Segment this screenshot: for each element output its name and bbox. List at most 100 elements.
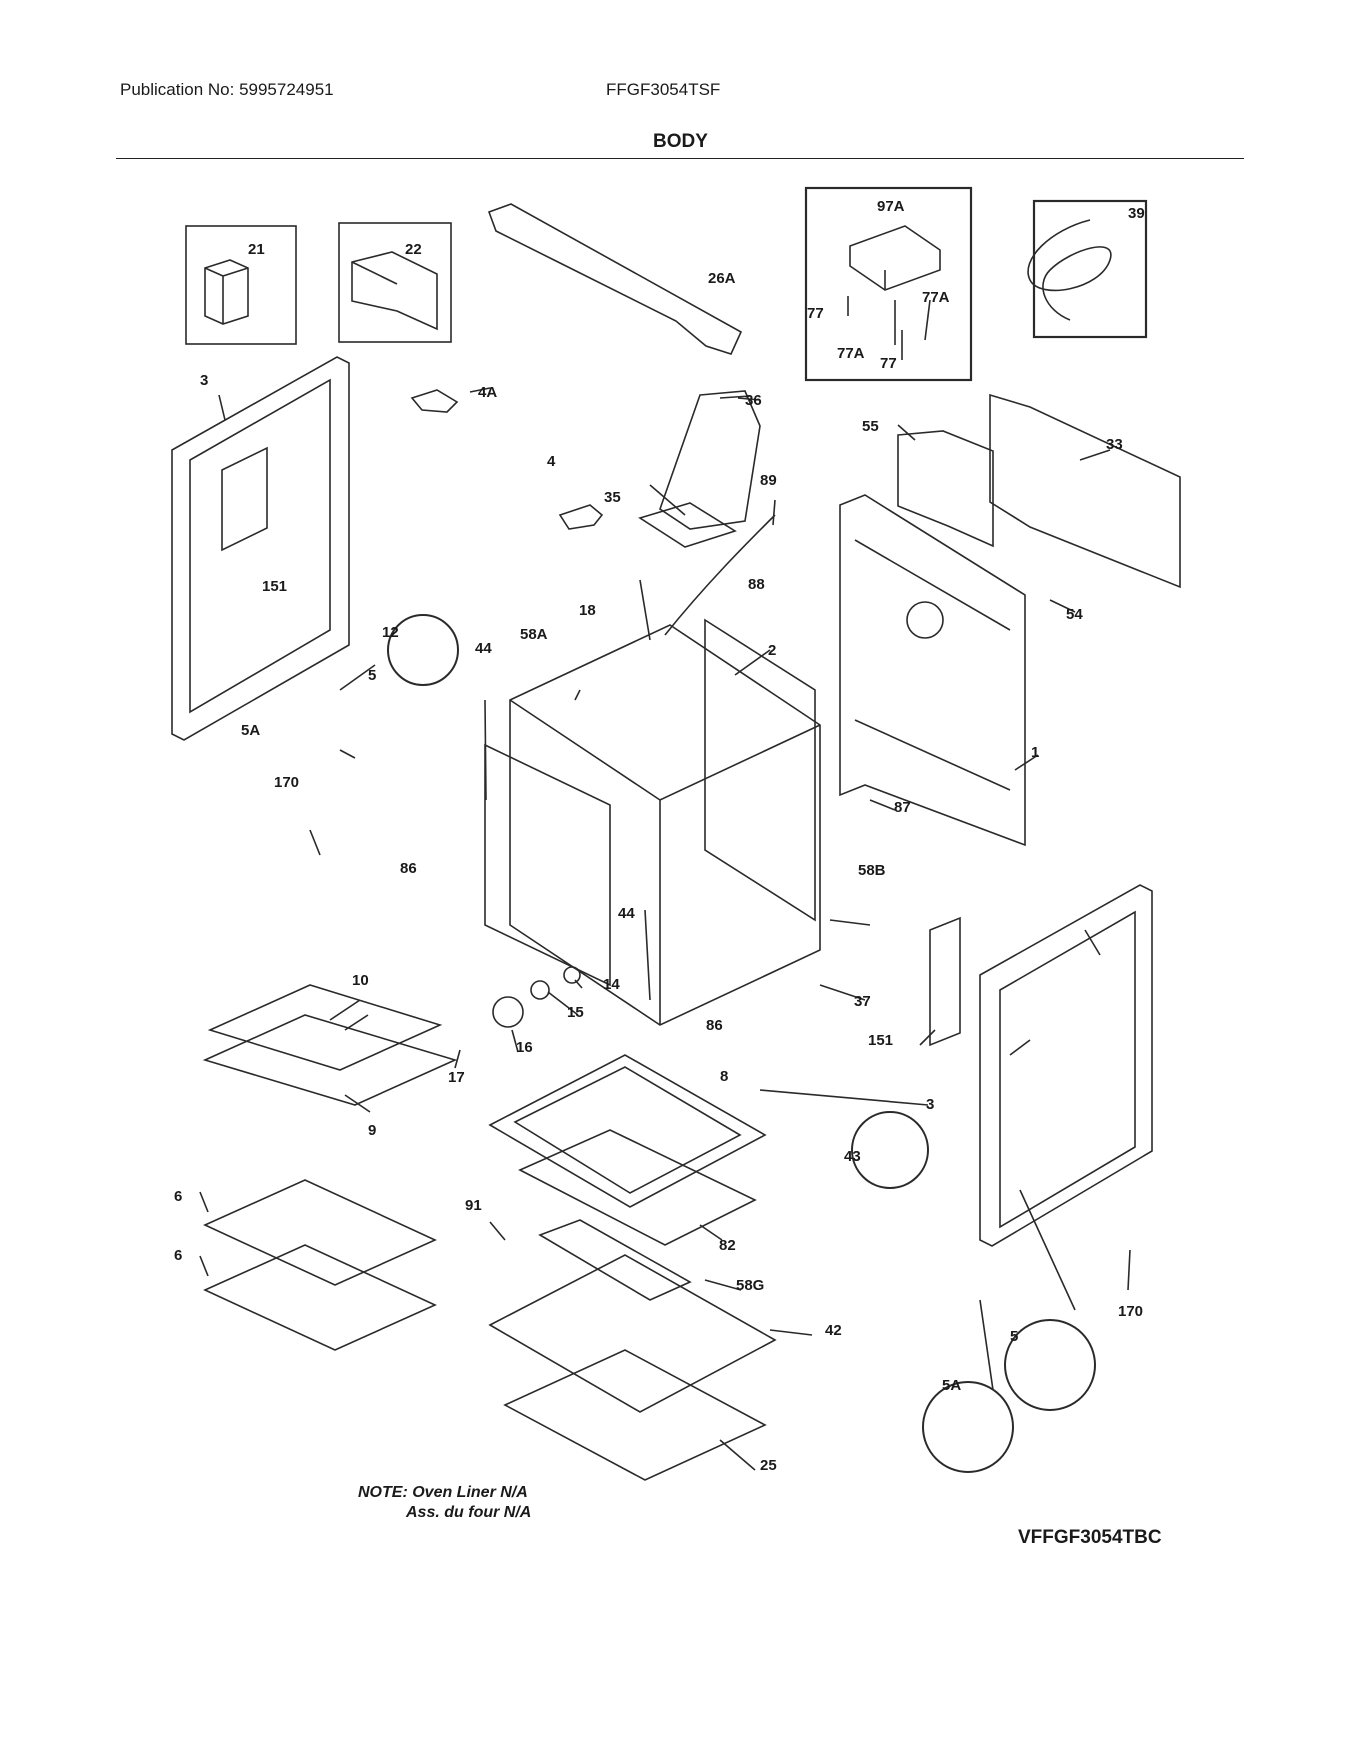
part-55-shape — [897, 430, 994, 548]
part-77a-2-shape — [924, 299, 931, 341]
part-label-39: 39 — [1128, 205, 1145, 222]
inset-circle-12 — [387, 614, 459, 686]
part-label-18: 18 — [579, 602, 596, 619]
inset-box-97a — [804, 186, 973, 382]
part-58b-shape — [704, 618, 816, 922]
part-label-97a: 97A — [877, 198, 905, 215]
part-6-upper-shape — [203, 1179, 437, 1286]
part-label-5: 5 — [368, 667, 376, 684]
part-label-170: 170 — [274, 774, 299, 791]
part-label-82: 82 — [719, 1237, 736, 1254]
part-1-shape — [839, 494, 1026, 847]
inset-box-21 — [185, 225, 297, 345]
part-33-shape — [989, 393, 1181, 589]
diagram-code: VFFGF3054TBC — [1018, 1527, 1162, 1548]
part-16-shape — [492, 996, 524, 1028]
part-15-shape — [530, 980, 550, 1000]
part-4-shape — [558, 504, 604, 530]
inset-circle-5 — [1004, 1319, 1096, 1411]
part-label-44: 44 — [475, 640, 492, 657]
part-label-3: 3 — [926, 1096, 934, 1113]
header-rule — [116, 158, 1244, 159]
note-line-1: NOTE: Oven Liner N/A — [358, 1484, 528, 1501]
part-label-5a: 5A — [241, 722, 260, 739]
part-label-77a: 77A — [837, 345, 865, 362]
part-label-4a: 4A — [478, 384, 497, 401]
part-label-35: 35 — [604, 489, 621, 506]
model-number: FFGF3054TSF — [606, 80, 721, 99]
part-label-15: 15 — [567, 1004, 584, 1021]
part-label-22: 22 — [405, 241, 422, 258]
part-21-shape — [204, 259, 249, 325]
part-22-shape — [351, 251, 438, 331]
inset-box-22 — [338, 222, 452, 343]
part-6-lower-shape — [203, 1244, 437, 1351]
part-label-10: 10 — [352, 972, 369, 989]
part-label-33: 33 — [1106, 436, 1123, 453]
part-label-170: 170 — [1118, 1303, 1143, 1320]
part-label-4: 4 — [547, 453, 556, 470]
part-label-9: 9 — [368, 1122, 376, 1139]
part-97a-shape — [849, 225, 941, 291]
part-1-hole — [906, 601, 944, 639]
part-label-151: 151 — [262, 578, 287, 595]
part-label-58a: 58A — [520, 626, 548, 643]
part-151-right-shape — [929, 916, 961, 1047]
part-label-5: 5 — [1010, 1328, 1018, 1345]
part-label-14: 14 — [603, 976, 620, 993]
part-label-36: 36 — [745, 392, 762, 409]
part-label-37: 37 — [854, 993, 871, 1010]
part-3-left-shape — [171, 356, 350, 741]
part-8-shape — [488, 1054, 767, 1208]
part-label-151: 151 — [868, 1032, 893, 1049]
part-42-shape — [488, 1254, 777, 1413]
part-label-3: 3 — [200, 372, 208, 389]
part-label-5a: 5A — [942, 1377, 961, 1394]
part-10-9-shape — [202, 984, 458, 1106]
part-3-right-shape — [979, 884, 1153, 1247]
part-label-77: 77 — [807, 305, 824, 322]
part-label-58g: 58G — [736, 1277, 764, 1294]
part-label-6: 6 — [174, 1188, 182, 1205]
part-58g-shape — [538, 1219, 692, 1301]
part-25-shape — [503, 1349, 767, 1481]
part-label-44: 44 — [618, 905, 635, 922]
part-label-6: 6 — [174, 1247, 182, 1264]
part-label-16: 16 — [516, 1039, 533, 1056]
part-26a-shape — [487, 203, 743, 355]
part-82-shape — [518, 1129, 757, 1246]
inset-circle-5a — [922, 1381, 1014, 1473]
publication-number: Publication No: 5995724951 — [120, 80, 334, 99]
part-label-55: 55 — [862, 418, 879, 435]
part-label-21: 21 — [248, 241, 265, 258]
section-title: BODY — [653, 131, 708, 152]
part-14-shape — [563, 966, 581, 984]
part-58a-shape — [509, 624, 821, 1026]
part-label-12: 12 — [382, 624, 399, 641]
oven-opening-shape — [484, 743, 611, 987]
part-4a-shape — [410, 389, 459, 413]
part-151-left-shape — [221, 446, 268, 552]
part-label-26a: 26A — [708, 270, 736, 287]
part-label-43: 43 — [844, 1148, 861, 1165]
part-label-89: 89 — [760, 472, 777, 489]
part-39-shape — [1027, 219, 1112, 321]
inset-circle-43 — [851, 1111, 929, 1189]
part-label-42: 42 — [825, 1322, 842, 1339]
note-line-2: Ass. du four N/A — [406, 1504, 532, 1521]
inset-box-39 — [1032, 199, 1148, 339]
part-label-1: 1 — [1031, 744, 1039, 761]
part-label-91: 91 — [465, 1197, 482, 1214]
part-88-shape — [664, 514, 776, 636]
part-label-54: 54 — [1066, 606, 1083, 623]
part-label-86: 86 — [706, 1017, 723, 1034]
part-label-77: 77 — [880, 355, 897, 372]
part-label-58b: 58B — [858, 862, 886, 879]
part-label-86: 86 — [400, 860, 417, 877]
part-label-87: 87 — [894, 799, 911, 816]
part-label-88: 88 — [748, 576, 765, 593]
part-label-17: 17 — [448, 1069, 465, 1086]
part-label-8: 8 — [720, 1068, 728, 1085]
part-label-77a: 77A — [922, 289, 950, 306]
